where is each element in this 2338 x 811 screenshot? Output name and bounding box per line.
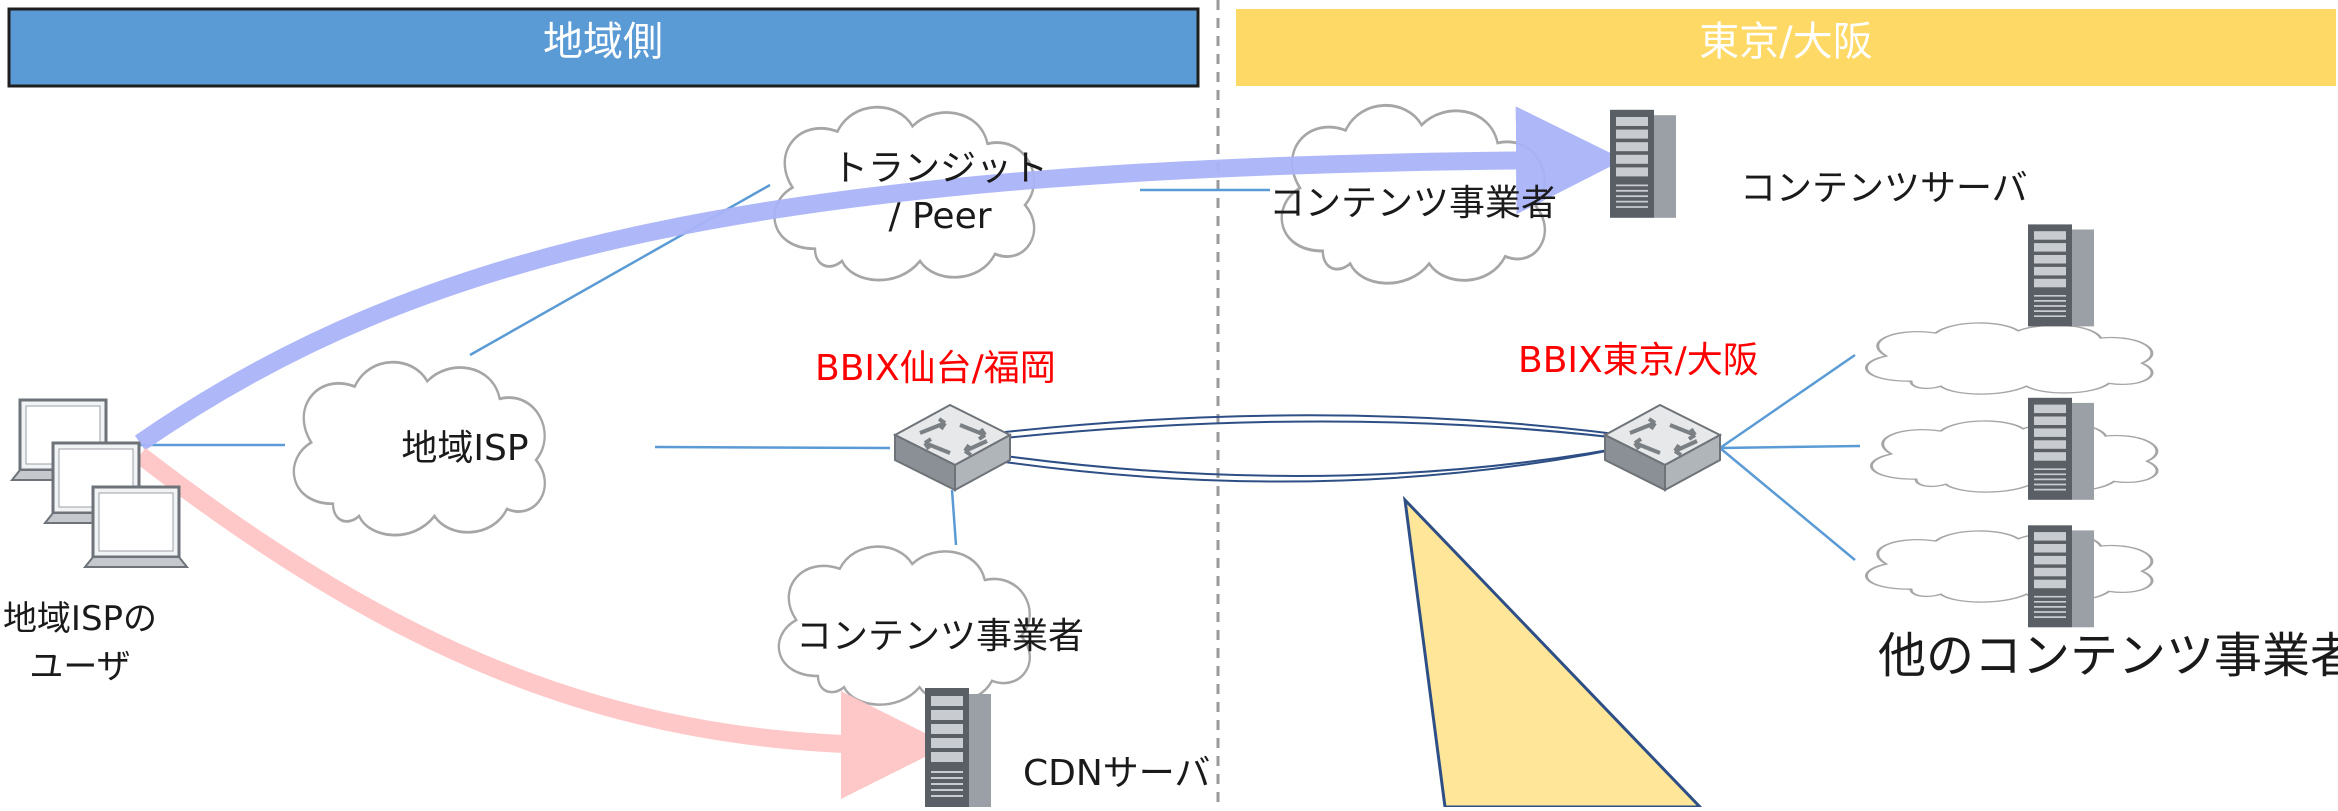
user-label-2: ユーザ [29,647,130,687]
other-server-icon-2 [2027,396,2095,501]
cdn-server-label: CDNサーバ [1023,753,1210,794]
transit-cloud-label-1: トランジット [832,148,1048,189]
blue-traffic-arrow [134,106,1624,451]
red-traffic-arrow [134,447,949,799]
tokyo-ix-switch-icon [1603,403,1722,492]
tokyo-ix-label: BBIX東京/大阪 [1518,340,1759,381]
laptop-icon-3 [83,485,189,569]
user-label-1: 地域ISPの [3,599,157,639]
transit-cloud-label-2: / Peer [888,196,991,237]
regional-ix-label: BBIX仙台/福岡 [815,348,1056,389]
regional-ix-switch-icon [893,403,1012,492]
other-providers-label: 他のコンテンツ事業者 [1878,628,2338,684]
cloud-other-3 [1864,529,2154,604]
ix-ring [1004,414,1661,483]
cdn-server-icon [924,687,992,809]
content-provider-tokyo-label: コンテンツ事業者 [1269,183,1557,224]
right-header-title: 東京/大阪 [1699,19,1872,65]
content-provider-regional-label: コンテンツ事業者 [796,616,1084,657]
other-server-icon-1 [2027,223,2095,328]
callout-pointer [1402,495,1704,809]
right-header-bar [1236,9,2336,86]
left-header-title: 地域側 [543,19,663,65]
cloud-other-2 [1869,419,2159,494]
left-header-bar [7,7,1200,88]
cloud-other-1 [1864,321,2154,396]
other-server-icon-3 [2027,524,2095,629]
content-server-icon [1609,108,1677,219]
regional-isp-label: 地域ISP [401,428,528,469]
content-server-label: コンテンツサーバ [1740,168,2028,209]
